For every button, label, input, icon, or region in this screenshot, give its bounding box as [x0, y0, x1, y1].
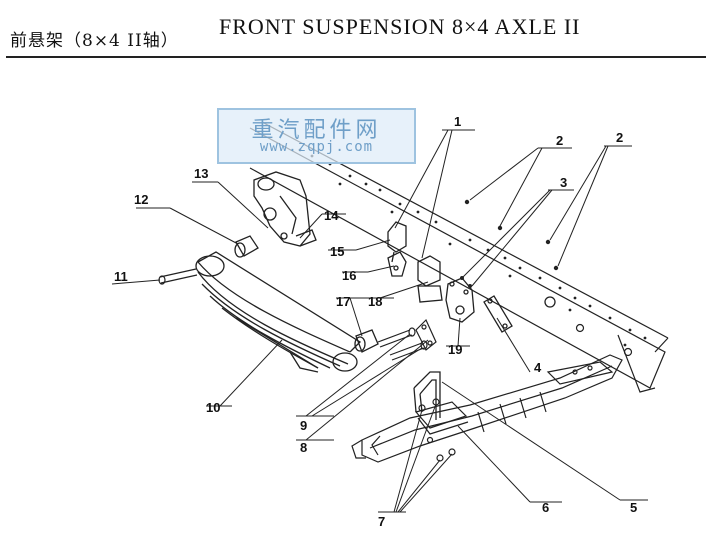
- callout-16: 16: [342, 268, 356, 283]
- title-chinese: 前悬架（8×4 II轴）: [10, 31, 179, 51]
- callout-14: 14: [324, 208, 339, 223]
- callout-2a: 2: [556, 133, 563, 148]
- callout-13: 13: [194, 166, 208, 181]
- bump-stop-16: [387, 251, 407, 277]
- callout-7: 7: [378, 514, 385, 529]
- callout-9: 9: [300, 418, 307, 433]
- callout-19: 19: [448, 342, 462, 357]
- callout-8: 8: [300, 440, 307, 455]
- rear-spring-bracket: [445, 277, 475, 323]
- callout-labels: 1 2 2 3 4 5 6 7 8 9 10 11 12 13 14 15 16…: [114, 114, 637, 529]
- callout-5: 5: [630, 500, 637, 515]
- callout-3: 3: [560, 175, 567, 190]
- watermark-url: www.zqpj.com: [259, 139, 374, 155]
- callout-6: 6: [542, 500, 549, 515]
- shackle-pins: [377, 327, 428, 361]
- link-plate-4: [483, 295, 513, 333]
- callout-15: 15: [330, 244, 344, 259]
- bushing-17: [354, 329, 379, 353]
- callout-11: 11: [114, 269, 128, 284]
- bump-stop-15: [387, 221, 407, 263]
- callout-1: 1: [454, 114, 461, 129]
- watermark: 重汽配件网 www.zqpj.com: [217, 108, 416, 164]
- callout-18: 18: [368, 294, 382, 309]
- watermark-text: 重汽配件网: [251, 118, 382, 143]
- axle-seat: [414, 401, 469, 435]
- u-bolts: [413, 371, 441, 420]
- callout-10: 10: [206, 400, 220, 415]
- spring-pin-11: [158, 268, 198, 285]
- u-bolt-nuts: [418, 398, 456, 462]
- frame-bolts: [460, 199, 559, 288]
- axle-beam: [351, 354, 623, 463]
- callout-2b: 2: [616, 130, 623, 145]
- front-spring-bracket: [253, 171, 317, 247]
- bushing-12: [234, 235, 259, 258]
- title-english: FRONT SUSPENSION 8×4 AXLE II: [219, 14, 581, 39]
- header: 前悬架（8×4 II轴） FRONT SUSPENSION 8×4 AXLE I…: [6, 0, 710, 60]
- callout-17: 17: [336, 294, 350, 309]
- bump-stop-18: [417, 255, 443, 303]
- leader-lines: [111, 129, 648, 513]
- leaf-spring: [195, 251, 362, 373]
- callout-12: 12: [134, 192, 148, 207]
- callout-4: 4: [534, 360, 542, 375]
- shackle-plate: [415, 318, 437, 351]
- header-rule: [6, 56, 706, 58]
